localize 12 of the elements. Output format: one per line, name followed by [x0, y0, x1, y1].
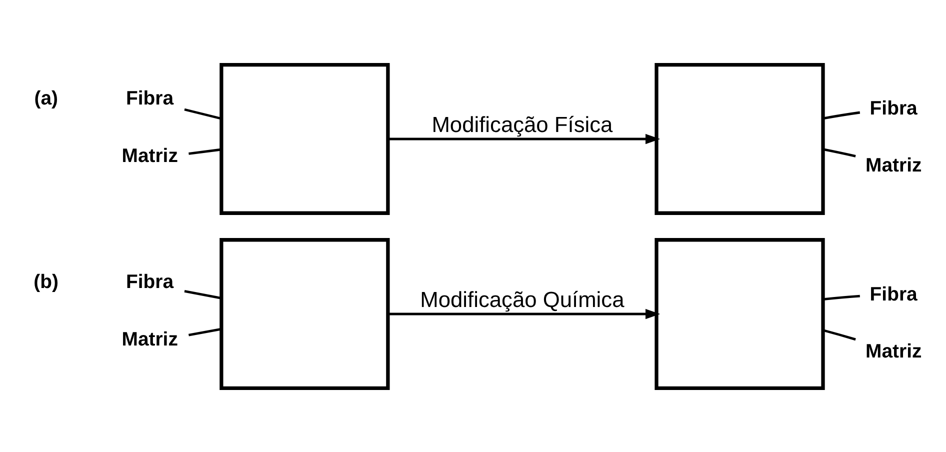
- node-text: Fibra: [870, 96, 918, 119]
- node-text: Fibra: [126, 87, 174, 110]
- node-text: Matriz: [866, 340, 922, 362]
- label: (b): [34, 270, 58, 293]
- node-text: Matriz: [866, 154, 922, 176]
- label: (a): [34, 87, 58, 110]
- node-text: Matriz: [122, 328, 178, 350]
- edge-label: Modificação Química: [420, 286, 624, 312]
- edge-label: Modificação Física: [432, 112, 613, 137]
- node-text: Matriz: [122, 144, 178, 166]
- node-text: Fibra: [126, 270, 174, 293]
- node-text: Fibra: [870, 282, 918, 305]
